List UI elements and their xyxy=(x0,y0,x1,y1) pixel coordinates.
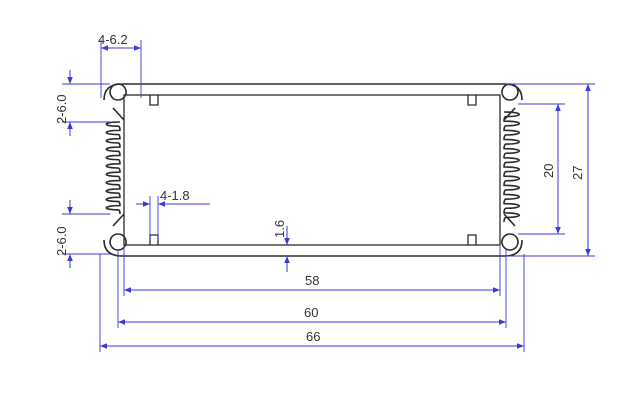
dimension-overall-height: 27 xyxy=(506,83,595,257)
screw-bosses xyxy=(109,83,519,251)
middle-width-label: 60 xyxy=(304,305,318,320)
profile-outline xyxy=(103,83,523,257)
wall-label: 1.6 xyxy=(272,220,287,238)
dimension-wall: 1.6 xyxy=(272,220,290,272)
slot-label: 4-1.8 xyxy=(160,188,190,203)
dimension-inner-width: 58 xyxy=(123,246,501,296)
fin-height-label: 20 xyxy=(541,164,556,178)
overall-width-label: 66 xyxy=(306,329,320,344)
board-slots xyxy=(149,95,477,245)
dimension-fin-height: 20 xyxy=(518,103,565,235)
overall-height-label: 27 xyxy=(570,166,585,180)
left-upper-hole-label: 2-6.0 xyxy=(54,94,69,124)
left-heat-sink-fins xyxy=(105,121,121,215)
top-hole-label: 4-6.2 xyxy=(98,32,128,47)
dimension-top-hole: 4-6.2 xyxy=(98,32,142,98)
dimension-overall-width: 66 xyxy=(99,254,525,352)
dimension-left-upper-hole: 2-6.0 xyxy=(54,70,110,136)
inner-width-label: 58 xyxy=(305,273,319,288)
dimension-slot: 4-1.8 xyxy=(136,188,210,240)
left-lower-hole-label: 2-6.0 xyxy=(54,226,69,256)
right-heat-sink-fins xyxy=(503,111,521,223)
dimension-left-lower-hole: 2-6.0 xyxy=(54,200,110,268)
dimension-middle-width: 60 xyxy=(117,250,507,328)
